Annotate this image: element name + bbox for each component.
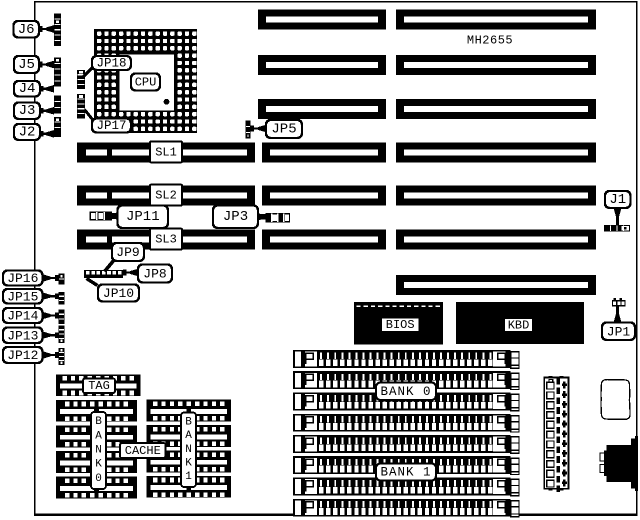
svg-text:JP10: JP10 [103, 286, 134, 301]
svg-text:JP1: JP1 [607, 324, 631, 339]
svg-text:N: N [95, 445, 102, 457]
svg-text:1: 1 [185, 471, 192, 483]
svg-text:JP16: JP16 [7, 271, 38, 286]
svg-text:JP8: JP8 [143, 267, 166, 282]
svg-text:0: 0 [95, 473, 102, 485]
svg-text:JP17: JP17 [96, 119, 126, 133]
svg-text:JP9: JP9 [116, 245, 139, 260]
svg-text:A: A [95, 430, 102, 442]
svg-text:BANK 1: BANK 1 [380, 466, 431, 480]
svg-text:JP14: JP14 [7, 309, 38, 324]
svg-text:A: A [185, 430, 192, 442]
svg-text:JP12: JP12 [7, 348, 38, 363]
svg-text:B: B [95, 416, 102, 428]
svg-text:SL3: SL3 [155, 233, 177, 247]
svg-text:BIOS: BIOS [386, 318, 415, 332]
svg-text:JP11: JP11 [126, 209, 160, 225]
svg-text:CPU: CPU [135, 76, 157, 90]
svg-text:CACHE: CACHE [125, 444, 161, 458]
svg-text:B: B [185, 416, 192, 428]
svg-text:JP15: JP15 [7, 289, 38, 304]
svg-text:J5: J5 [18, 57, 35, 73]
svg-text:SL2: SL2 [155, 189, 177, 203]
svg-text:J6: J6 [18, 22, 35, 38]
svg-text:N: N [185, 444, 192, 456]
svg-text:K: K [185, 457, 192, 469]
svg-text:K: K [95, 459, 102, 471]
svg-text:JP13: JP13 [7, 328, 38, 343]
svg-text:SL1: SL1 [155, 145, 177, 159]
svg-text:J3: J3 [19, 103, 36, 119]
svg-text:BANK 0: BANK 0 [380, 385, 431, 399]
svg-text:JP18: JP18 [96, 57, 126, 71]
svg-text:MH2655: MH2655 [467, 34, 513, 48]
svg-text:J1: J1 [609, 192, 626, 208]
svg-text:JP5: JP5 [271, 122, 296, 138]
svg-text:J2: J2 [19, 125, 36, 141]
svg-text:TAG: TAG [88, 379, 110, 393]
svg-text:JP3: JP3 [223, 209, 248, 225]
svg-text:KBD: KBD [508, 319, 530, 333]
svg-text:J4: J4 [19, 81, 36, 97]
